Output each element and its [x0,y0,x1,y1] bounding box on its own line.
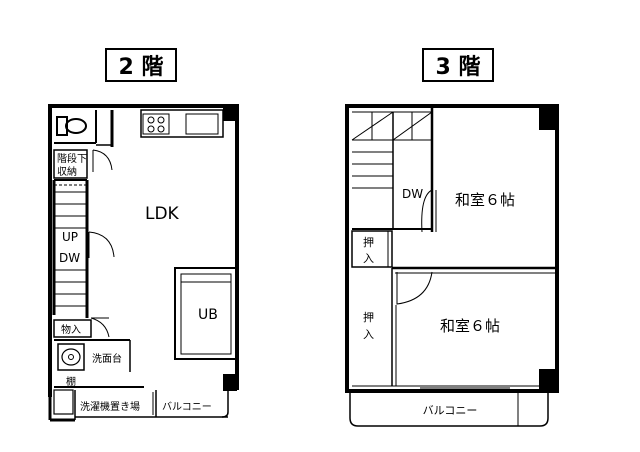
floor3-title-box [422,48,494,82]
floor2-staircase [52,179,89,318]
floor3-column-tr [539,106,557,130]
floor2-laundry-label: 洗濯機置き場 [80,400,140,413]
floor2-up-label: UP [62,230,78,244]
floor2-understairs-label-2: 収納 [57,165,77,178]
floor3-washitsu-top [392,266,557,274]
floor3-balcony-label: バルコニー [423,404,478,417]
floor2-ldk-label: LDK [145,204,180,224]
floor3-washitsu-top-label: 和室６帖 [455,191,515,209]
floor2-title-box [105,48,177,82]
floor3-closet-small-label-1: 押 [363,235,374,249]
floor3-staircase [351,111,433,230]
floor2-storage-box [53,319,92,338]
floor2-kitchen [140,109,224,138]
floor2-balcony-label: バルコニー [162,401,212,413]
floor2-outer-walls [48,104,239,422]
floor2-plan: 2 階 階段下 収納 [48,48,239,422]
floor2-storage-label: 物入 [61,323,81,336]
floor3-column-br [539,369,557,391]
floor3-closet-large-label-2: 入 [363,328,374,341]
floor2-dw-label: DW [59,251,80,265]
floor3-sliding-windows [352,385,539,389]
floor2-understairs-closet [53,149,88,179]
floor2-shelf-label: 棚 [66,375,76,388]
floor3-dw-label: DW [402,187,423,201]
floor3-plan: 3 階 DW [345,48,559,427]
floor2-column-tr [223,106,237,121]
floor3-balcony-outline [349,391,549,427]
floor3-closet-large-label-1: 押 [363,310,374,324]
floor2-ub-label: UB [198,307,218,323]
floor2-column-br [223,374,237,391]
floor3-closet-small-label-2: 入 [363,252,374,265]
floor2-washbasin-label: 洗面台 [92,352,122,365]
floor2-laundry-balcony [53,389,229,420]
floor2-unit-bath [174,267,238,360]
floor3-closet-large [391,268,397,386]
floor3-title: 3 階 [436,55,481,80]
floor2-title: 2 階 [119,55,164,80]
floor2-toilet [54,110,97,144]
floor2-washroom [54,339,144,388]
floor3-closet-small [351,230,393,268]
floor3-washitsu-bottom-label: 和室６帖 [440,317,500,335]
floor2-understairs-label-1: 階段下 [57,152,87,165]
floor3-outer-walls [345,104,559,393]
